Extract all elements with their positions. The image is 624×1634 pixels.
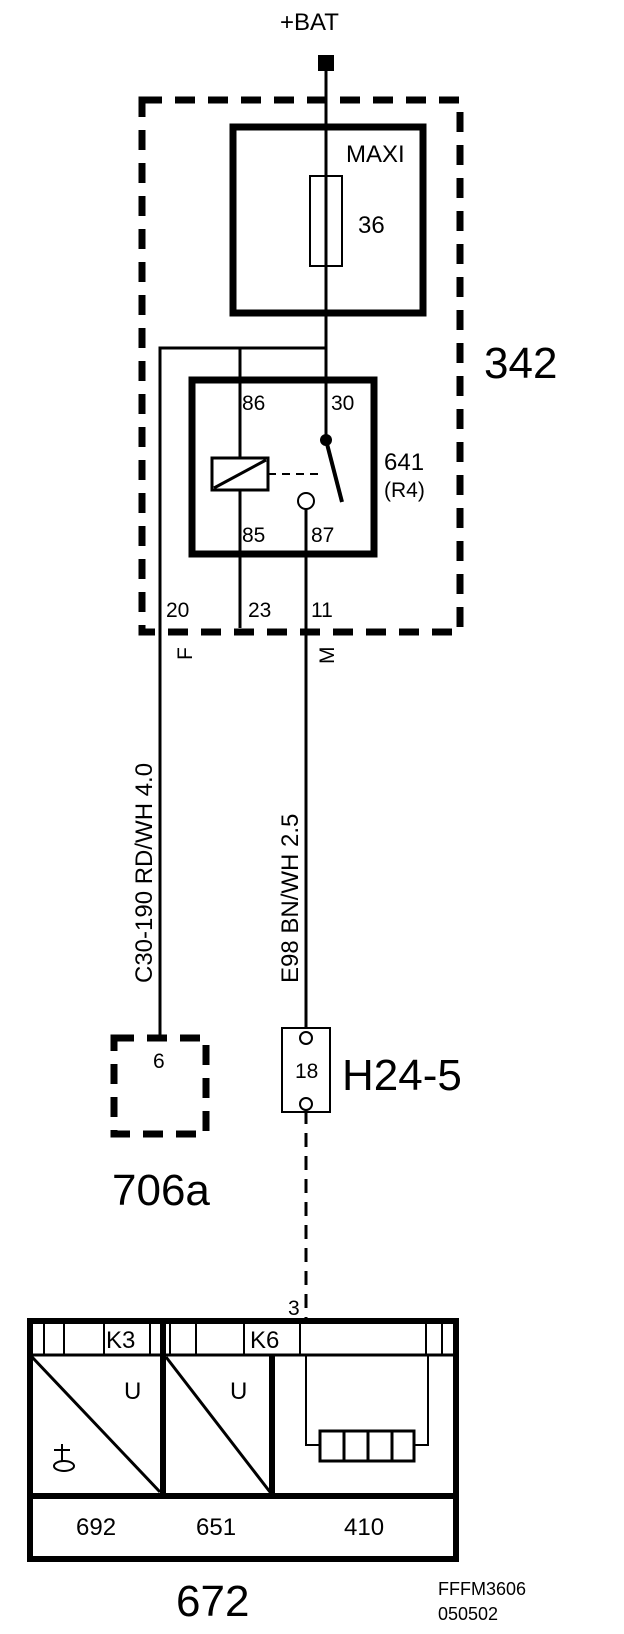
relay-switch-arm [324,439,344,503]
connector-pin-23: 23 [248,599,271,622]
bus-wire-top [158,346,326,628]
module-342-label: 342 [484,339,557,388]
component-706a-box [110,1034,210,1138]
section-692-number: 692 [76,1514,116,1541]
relay-ref: (R4) [384,479,425,502]
component-706a-label: 706a [112,1166,210,1215]
connector-h24-5-top-pin [299,1031,313,1045]
relay-pin-86: 86 [242,392,265,415]
section-692-slash [30,1355,162,1494]
section-410-number: 410 [344,1514,384,1541]
heater-element-cells [342,1431,394,1461]
doc-date: 050502 [438,1604,498,1624]
connector-pin-20: 20 [166,599,189,622]
lamp-symbol-icon [53,1444,75,1472]
section-692-symbol: U [124,1378,141,1405]
relay-pin-87: 87 [311,524,334,547]
section-651-symbol: U [230,1378,247,1405]
module-672-top-cells [43,1321,443,1355]
section-651-slash [164,1356,272,1493]
connector-pin-11: 11 [311,599,333,622]
section-k3-code: K3 [106,1327,135,1354]
fuse-box [229,123,427,317]
ground-code-m: M [316,647,339,665]
doc-code: FFFM3606 [438,1579,526,1599]
component-706a-pin: 6 [153,1050,165,1073]
relay-pin-85: 85 [242,524,265,547]
section-651-number: 651 [196,1514,236,1541]
relay-641-box [188,376,378,558]
battery-label: +BAT [280,9,339,36]
module-672-label: 672 [176,1577,249,1626]
relay-coil-slash [213,458,267,490]
relay-pin-30: 30 [331,392,354,415]
relay-contact-87 [297,492,315,510]
ground-code-f: F [174,647,197,660]
wire-right-label: E98 BN/WH 2.5 [277,814,304,983]
battery-terminal [318,55,334,71]
fuse-type-label: MAXI [346,141,405,168]
section-k6-code: K6 [250,1327,279,1354]
module-672-pin: 3 [288,1297,300,1320]
connector-h24-5-pin: 18 [295,1060,318,1083]
module-342-enclosure [138,96,464,636]
connector-h24-5-label: H24-5 [342,1051,462,1100]
fuse-number: 36 [358,212,385,239]
wire-left-label: C30-190 RD/WH 4.0 [131,763,158,983]
connector-h24-5-bottom-pin [299,1097,313,1111]
relay-id: 641 [384,449,424,476]
